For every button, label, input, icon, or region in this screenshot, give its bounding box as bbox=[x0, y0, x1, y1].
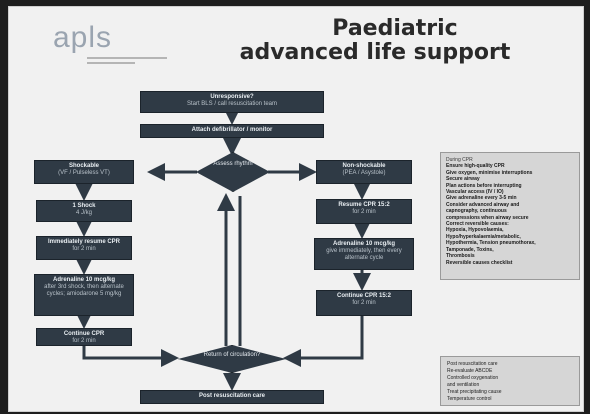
post-care-note: Post resuscitation care Re-evaluate ABCD… bbox=[440, 356, 580, 406]
resume-cpr-box: Immediately resume CPR for 2 min bbox=[36, 236, 132, 260]
panel-row: Secure airway bbox=[446, 176, 480, 183]
apls-logo: apls bbox=[53, 21, 113, 54]
note-row: and ventilation bbox=[447, 382, 480, 388]
note-row: Re-evaluate ABCDE bbox=[447, 368, 493, 374]
panel-row: Thrombosis bbox=[446, 253, 475, 260]
panel-row: Hypoxia, Hypovolaemia, bbox=[446, 227, 504, 234]
note-row: Treat precipitating cause bbox=[447, 389, 502, 395]
panel-row: Give adrenaline every 3-5 min bbox=[446, 195, 517, 202]
note-row: Temperature control bbox=[447, 396, 492, 402]
adrenaline-shockable-box: Adrenaline 10 mcg/kg after 3rd shock, th… bbox=[34, 274, 134, 316]
panel-row: Tamponade, Toxins, bbox=[446, 246, 494, 253]
panel-row: Ensure high-quality CPR bbox=[446, 163, 505, 170]
resume-cpr-right-box: Resume CPR 15:2 for 2 min bbox=[316, 199, 412, 224]
title-line-2: advanced life support bbox=[239, 40, 511, 65]
attach-defibrillator-box: Attach defibrillator / monitor bbox=[140, 124, 324, 138]
adrenaline-non-shockable-box: Adrenaline 10 mcg/kg give immediately, t… bbox=[314, 238, 414, 270]
panel-header: During CPR bbox=[446, 157, 473, 163]
continue-cpr-right-box: Continue CPR 15:2 for 2 min bbox=[316, 290, 412, 316]
title-line-1: Paediatric bbox=[332, 16, 458, 41]
during-cpr-panel: During CPR Ensure high-quality CPR Give … bbox=[440, 152, 580, 280]
shock-box: 1 Shock 4 J/kg bbox=[36, 200, 132, 222]
post-resuscitation-box: Post resuscitation care bbox=[140, 390, 324, 404]
panel-row: Reversible causes checklist bbox=[446, 259, 513, 266]
panel-row: Consider advanced airway and bbox=[446, 201, 520, 208]
panel-row: compressions when airway secure bbox=[446, 214, 529, 221]
panel-row: Hypothermia, Tension pneumothorax, bbox=[446, 240, 536, 247]
shockable-box: Shockable (VF / Pulseless VT) bbox=[34, 160, 134, 184]
start-bls-box: Unresponsive? Start BLS / call resuscita… bbox=[140, 91, 324, 113]
continue-cpr-left-box: Continue CPR for 2 min bbox=[36, 328, 132, 346]
page-title: Paediatric advanced life support bbox=[205, 17, 545, 65]
panel-row: Give oxygen, minimise interruptions bbox=[446, 169, 533, 176]
panel-row: Hypo/hyperkalaemia/metabolic, bbox=[446, 233, 521, 240]
logo-tagline bbox=[87, 57, 167, 67]
panel-row: capnography, continuous bbox=[446, 208, 507, 215]
note-row: Controlled oxygenation bbox=[447, 375, 499, 381]
panel-row: Vascular access (IV / IO) bbox=[446, 189, 504, 196]
note-row: Post resuscitation care bbox=[447, 361, 498, 367]
panel-row: Plan actions before interrupting bbox=[446, 182, 522, 189]
panel-row: Correct reversible causes: bbox=[446, 221, 509, 228]
non-shockable-box: Non-shockable (PEA / Asystole) bbox=[316, 160, 412, 184]
